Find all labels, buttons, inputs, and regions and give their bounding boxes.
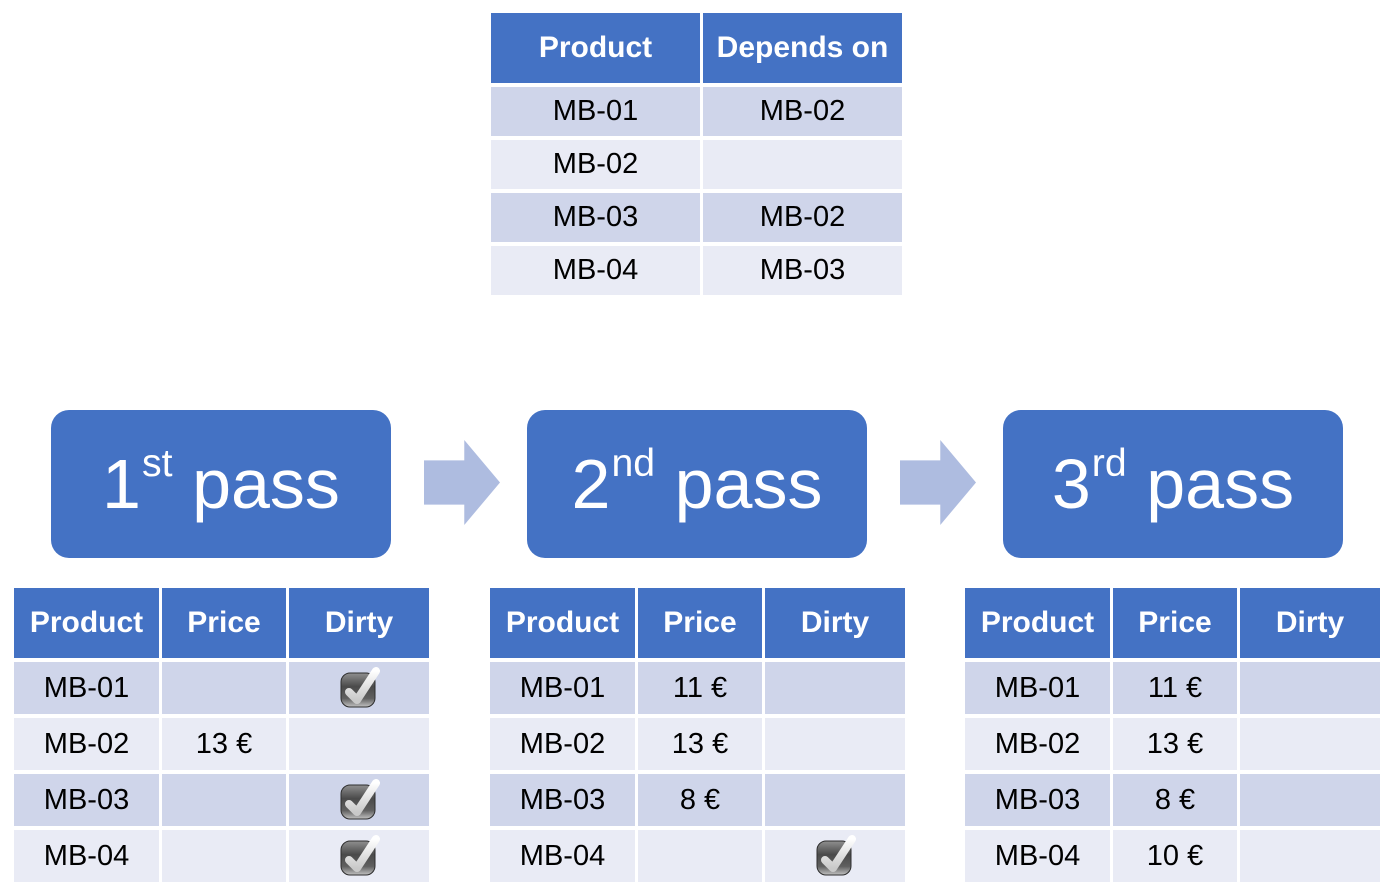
price-cell: 10 € [1113, 830, 1237, 882]
price-cell: 13 € [162, 718, 286, 770]
header-cell-dirty: Dirty [289, 588, 429, 658]
pass-word: pass [674, 445, 823, 523]
product-cell: MB-03 [14, 774, 159, 826]
pass-table-1: Product Price Dirty MB-01 MB-02 13 € MB-… [14, 588, 429, 882]
dirty-cell [289, 662, 429, 714]
pass-table-2: Product Price Dirty MB-01 11 € MB-02 13 … [490, 588, 905, 882]
pass-ordinal: st [141, 442, 173, 486]
dirty-cell [765, 718, 905, 770]
checked-checkbox-icon [339, 665, 380, 708]
header-cell-product: Product [490, 588, 635, 658]
dirty-cell [765, 830, 905, 882]
dependency-table-header-product: Product [491, 13, 700, 83]
dependency-cell-depends [703, 140, 902, 189]
pass-table-3: Product Price Dirty MB-01 11 € MB-02 13 … [965, 588, 1380, 882]
dirty-cell [765, 662, 905, 714]
checked-checkbox-icon [339, 833, 380, 876]
checked-checkbox-icon [815, 833, 856, 876]
header-cell-dirty: Dirty [765, 588, 905, 658]
pass-number: 2 [571, 445, 611, 523]
dirty-cell [1240, 718, 1380, 770]
dirty-cell [289, 718, 429, 770]
dependency-cell-depends: MB-02 [703, 193, 902, 242]
pass-ordinal: nd [611, 442, 656, 486]
dependency-cell-product: MB-02 [491, 140, 700, 189]
price-cell [162, 774, 286, 826]
price-cell [162, 662, 286, 714]
product-cell: MB-01 [965, 662, 1110, 714]
dependency-table: Product Depends on MB-01 MB-02 MB-02 MB-… [491, 13, 902, 295]
checked-checkbox-icon [339, 777, 380, 820]
dependency-cell-depends: MB-02 [703, 87, 902, 136]
header-cell-product: Product [14, 588, 159, 658]
dependency-cell-product: MB-01 [491, 87, 700, 136]
header-cell-price: Price [638, 588, 762, 658]
price-cell: 8 € [638, 774, 762, 826]
pass-word: pass [1146, 445, 1295, 523]
price-cell: 13 € [638, 718, 762, 770]
product-cell: MB-03 [490, 774, 635, 826]
header-cell-product: Product [965, 588, 1110, 658]
price-cell [638, 830, 762, 882]
dirty-cell [1240, 774, 1380, 826]
price-cell [162, 830, 286, 882]
dependency-cell-depends: MB-03 [703, 246, 902, 295]
header-cell-dirty: Dirty [1240, 588, 1380, 658]
pass-number: 3 [1051, 445, 1091, 523]
dirty-cell [289, 774, 429, 826]
pass-word: pass [192, 445, 340, 523]
dependency-cell-product: MB-04 [491, 246, 700, 295]
flow-arrow-icon [900, 440, 976, 525]
product-cell: MB-02 [490, 718, 635, 770]
price-cell: 11 € [1113, 662, 1237, 714]
product-cell: MB-04 [965, 830, 1110, 882]
product-cell: MB-01 [14, 662, 159, 714]
dirty-cell [289, 830, 429, 882]
pass-ordinal: rd [1091, 442, 1127, 486]
dirty-cell [765, 774, 905, 826]
price-cell: 11 € [638, 662, 762, 714]
flow-arrow-icon [424, 440, 500, 525]
product-cell: MB-02 [965, 718, 1110, 770]
dependency-table-header-depends-on: Depends on [703, 13, 902, 83]
dirty-cell [1240, 830, 1380, 882]
dependency-cell-product: MB-03 [491, 193, 700, 242]
dirty-cell [1240, 662, 1380, 714]
price-cell: 13 € [1113, 718, 1237, 770]
header-cell-price: Price [1113, 588, 1237, 658]
product-cell: MB-01 [490, 662, 635, 714]
product-cell: MB-02 [14, 718, 159, 770]
price-cell: 8 € [1113, 774, 1237, 826]
product-cell: MB-04 [490, 830, 635, 882]
pass-number: 1 [102, 445, 141, 523]
header-cell-price: Price [162, 588, 286, 658]
product-cell: MB-04 [14, 830, 159, 882]
product-cell: MB-03 [965, 774, 1110, 826]
